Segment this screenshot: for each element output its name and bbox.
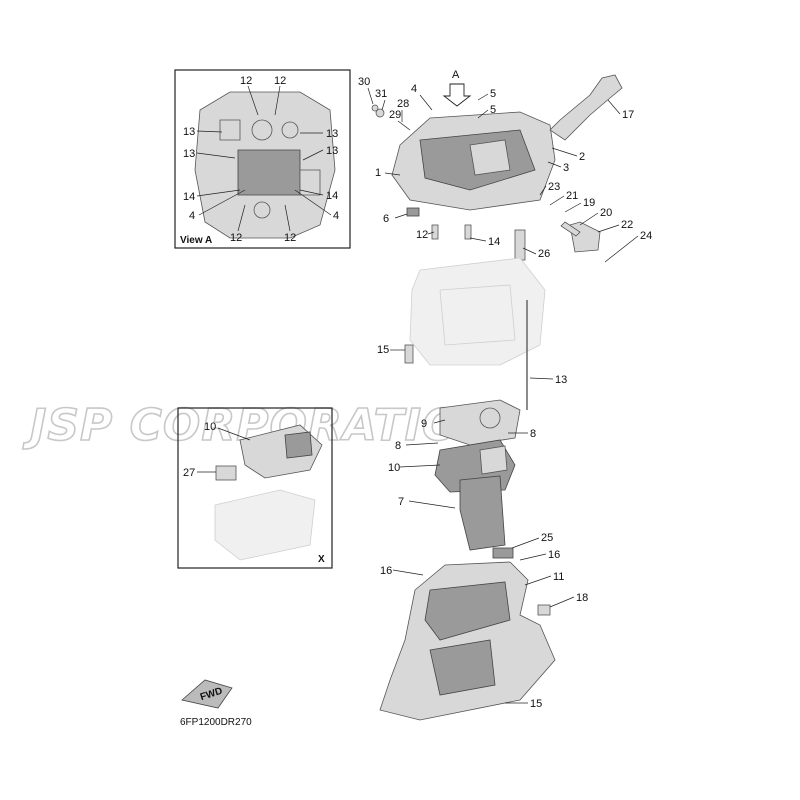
ghost-unit <box>404 257 546 410</box>
callout: 8 <box>530 428 536 440</box>
callout: 9 <box>421 418 427 430</box>
callout: 8 <box>395 440 401 452</box>
callout: 28 <box>397 98 409 110</box>
view-x-title: X <box>318 554 325 565</box>
callout: 24 <box>640 230 652 242</box>
callout: 13 <box>326 145 338 157</box>
callout: 13 <box>555 374 567 386</box>
callout: 16 <box>548 549 560 561</box>
view-a-inset: View A 12 12 13 13 13 13 14 14 4 4 12 12 <box>174 69 351 249</box>
leader-lines <box>367 87 639 704</box>
callout: 12 <box>416 229 428 241</box>
svg-text:A: A <box>452 69 460 81</box>
callout: 27 <box>183 467 195 479</box>
callout: 6 <box>383 213 389 225</box>
callout: 30 <box>358 76 370 88</box>
callout: 22 <box>621 219 633 231</box>
gasket <box>439 399 521 446</box>
callout: 4 <box>411 83 417 95</box>
callout: 16 <box>380 565 392 577</box>
callout: 15 <box>530 698 542 710</box>
callout: 25 <box>541 532 553 544</box>
callout: 20 <box>600 207 612 219</box>
callout: 18 <box>576 592 588 604</box>
callout: 26 <box>538 248 550 260</box>
callout: 1 <box>375 167 381 179</box>
callout: 11 <box>553 571 564 583</box>
diagram-code: 6FP1200DR270 <box>180 717 252 728</box>
view-x-inset: X 10 27 <box>177 407 333 569</box>
callout: 12 <box>230 232 242 244</box>
callout: 29 <box>389 109 401 121</box>
callout: 19 <box>583 197 595 209</box>
callout: 13 <box>326 128 338 140</box>
callout: 17 <box>622 109 634 121</box>
callout: 13 <box>183 148 195 160</box>
callout: 31 <box>375 88 387 100</box>
callout: 14 <box>488 236 500 248</box>
callout: 12 <box>240 75 252 87</box>
upper-casing <box>371 74 623 261</box>
callout: 15 <box>377 344 389 356</box>
callout: 21 <box>566 190 578 202</box>
view-a-title: View A <box>180 235 212 246</box>
view-a-callouts: 12 12 13 13 13 13 14 14 4 4 12 12 <box>183 75 339 244</box>
callout: 3 <box>563 162 569 174</box>
fwd-arrow-icon: FWD <box>181 679 233 709</box>
callout: 10 <box>388 462 400 474</box>
callout: 12 <box>274 75 286 87</box>
callout: 5 <box>490 88 496 100</box>
callout: 2 <box>579 151 585 163</box>
callout: 12 <box>284 232 296 244</box>
callout: 7 <box>398 496 404 508</box>
callout: 10 <box>204 421 216 433</box>
callout: 4 <box>333 210 339 222</box>
exhaust-guide <box>434 439 516 551</box>
view-a-arrow: A <box>442 69 472 107</box>
callout: 23 <box>548 181 560 193</box>
callout: 14 <box>183 191 195 203</box>
lower-casing <box>379 547 556 721</box>
main-callouts: 30 31 28 29 4 5 5 1 17 2 3 23 21 19 20 2… <box>358 76 652 710</box>
callout: 5 <box>490 104 496 116</box>
callout: 4 <box>189 210 195 222</box>
callout: 13 <box>183 126 195 138</box>
callout: 14 <box>326 190 338 202</box>
